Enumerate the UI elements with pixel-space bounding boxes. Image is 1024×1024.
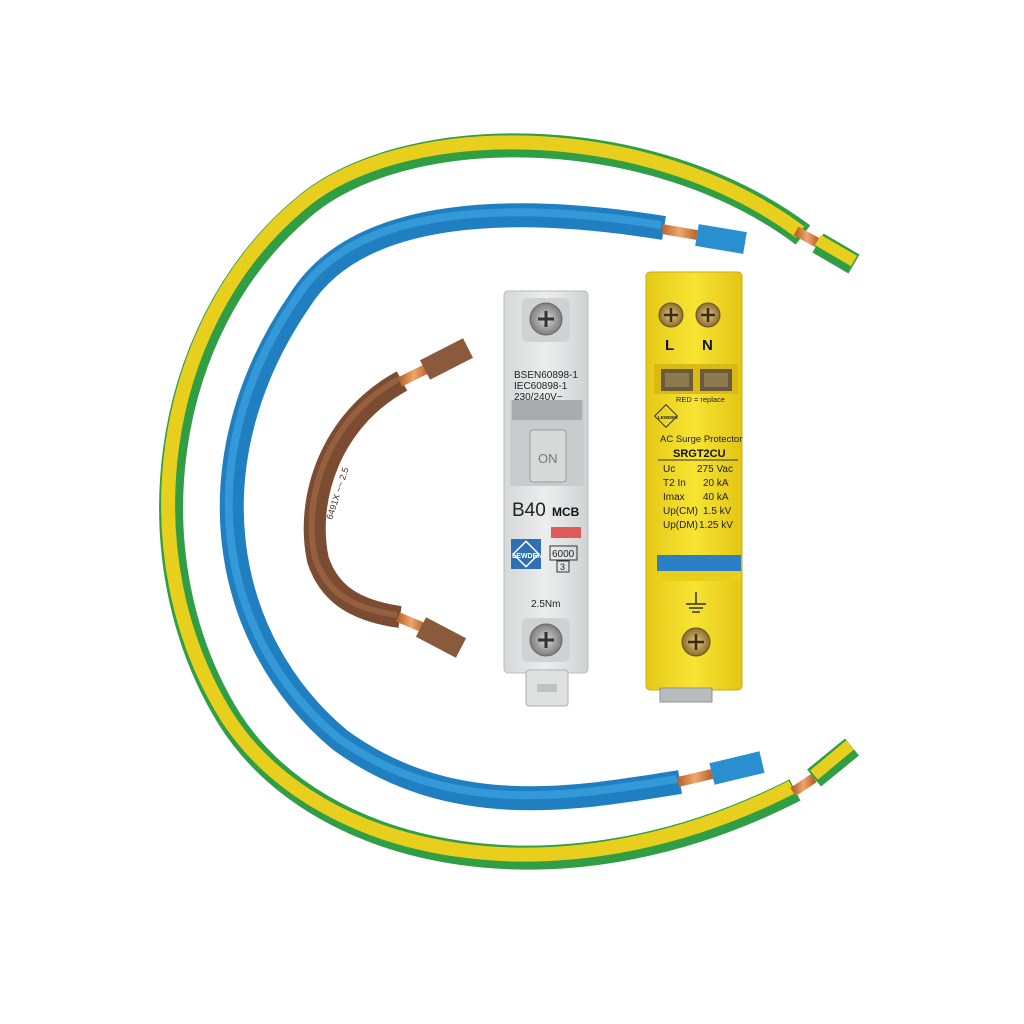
earth-cable-end-bottom <box>807 738 859 787</box>
live-copper-top <box>397 363 431 387</box>
spd-spec-label-0: Uc <box>663 464 675 475</box>
mcb-torque: 2.5Nm <box>531 599 560 610</box>
neutral-copper-bottom <box>676 769 714 787</box>
spd-spec-value-1: 20 kA <box>703 478 729 489</box>
neutral-copper-top <box>661 224 698 240</box>
mcb-type: MCB <box>552 505 580 519</box>
spd-brand: LEWDEN <box>658 415 678 420</box>
neutral-cable-end-top <box>695 224 747 254</box>
spd-spec-label-4: Up(DM) <box>663 520 698 531</box>
mcb-energy-class: 3 <box>560 562 565 572</box>
mcb-standard-2: IEC60898-1 <box>514 381 568 392</box>
live-cable-end-bottom <box>415 617 467 658</box>
spd-indicator-note: RED = replace <box>676 395 725 404</box>
spd-spec-value-4: 1.25 kV <box>699 520 733 531</box>
spd-spec-value-2: 40 kA <box>703 492 729 503</box>
earth-cable <box>159 133 860 870</box>
mcb-breaking-capacity: 6000 <box>552 549 575 560</box>
mcb-brand: LEWDEN <box>512 553 542 560</box>
mcb-toggle <box>529 429 567 483</box>
spd-spec-label-2: Imax <box>663 492 685 503</box>
live-cable: 6491X ~~ 2.5 <box>303 338 474 658</box>
spd-din-clip <box>659 687 713 703</box>
mcb-rating: B40 <box>512 500 546 521</box>
spd-spec-label-3: Up(CM) <box>663 506 698 517</box>
live-copper-bottom <box>396 612 426 633</box>
spd-spec-value-0: 275 Vac <box>697 464 733 475</box>
live-cable-end-top <box>419 338 474 380</box>
mcb-trip-indicator <box>551 527 581 538</box>
neutral-cable-end-bottom <box>709 751 765 785</box>
spd-brand-logo <box>653 403 679 429</box>
spd-blue-stripe <box>657 555 741 571</box>
spd-model: SRGT2CU <box>673 448 726 460</box>
mcb-brand-logo <box>511 539 541 569</box>
spd-terminal-n: N <box>702 337 713 354</box>
surge-protector: L N RED = replace LEWDEN AC Surge Protec… <box>645 271 743 703</box>
earth-copper-top <box>793 226 821 248</box>
earth-cable-end-top <box>812 233 860 274</box>
mcb-standard-3: 230/240V~ <box>514 392 563 403</box>
mcb-standard-1: BSEN60898-1 <box>514 370 578 381</box>
mcb-toggle-label: ON <box>538 451 558 466</box>
spd-spec-label-1: T2 In <box>663 478 686 489</box>
earth-symbol-icon <box>686 592 706 613</box>
spd-terminal-l: L <box>665 337 674 354</box>
earth-copper-bottom <box>790 773 817 797</box>
spd-product: AC Surge Protector <box>660 434 742 445</box>
spd-spec-table: Uc 275 Vac T2 In 20 kA Imax 40 kA Up(CM)… <box>663 464 733 531</box>
mcb-breaker: BSEN60898-1 IEC60898-1 230/240V~ ON B40 … <box>503 290 589 707</box>
neutral-cable <box>219 203 765 811</box>
spd-spec-value-3: 1.5 kV <box>703 506 732 517</box>
